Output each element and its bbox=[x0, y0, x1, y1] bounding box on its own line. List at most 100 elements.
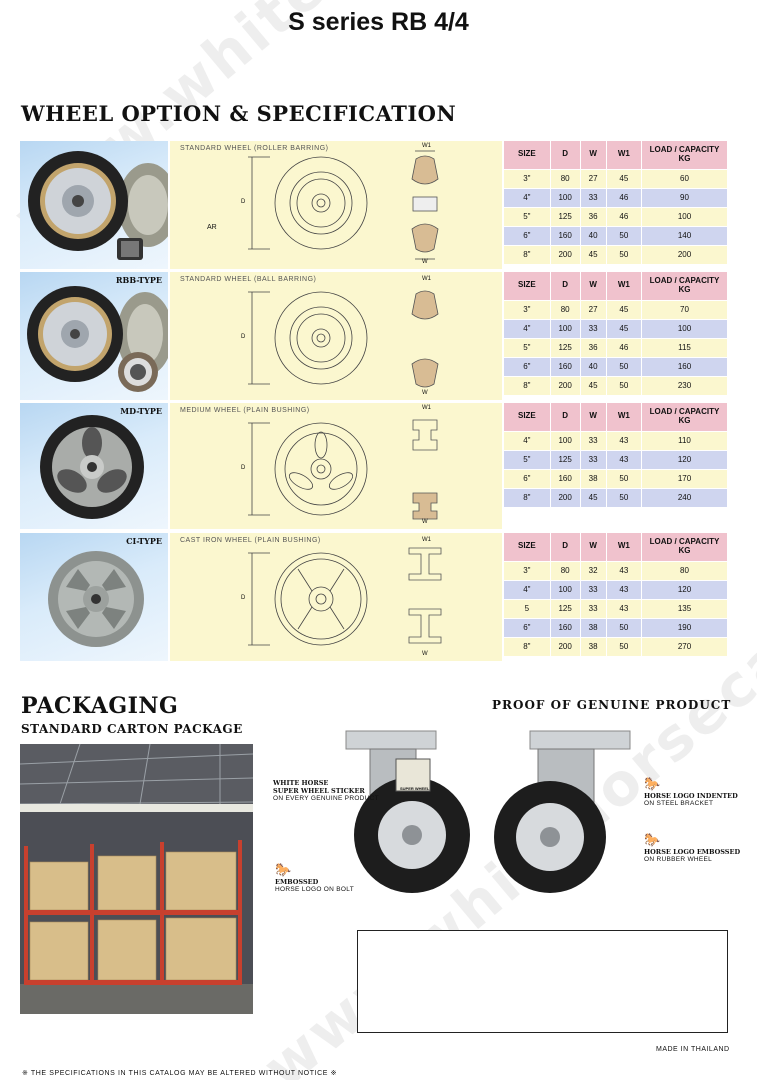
table-cell: 4" bbox=[504, 430, 551, 450]
col-d: D bbox=[550, 403, 581, 431]
table-cell: 36 bbox=[580, 206, 607, 226]
table-cell: 27 bbox=[580, 299, 607, 319]
table-cell: 6" bbox=[504, 617, 551, 637]
drawing-label: CAST IRON WHEEL (PLAIN BUSHING) bbox=[180, 537, 321, 544]
technical-drawing: MEDIUM WHEEL (PLAIN BUSHING) W1 D W bbox=[170, 403, 502, 529]
table-cell: 60 bbox=[641, 168, 728, 188]
table-cell: 46 bbox=[606, 187, 643, 207]
table-cell: 140 bbox=[641, 225, 728, 245]
wheel-photo bbox=[20, 141, 168, 269]
table-cell: 8" bbox=[504, 487, 551, 507]
table-cell: 125 bbox=[550, 206, 581, 226]
spec-heading: WHEEL OPTION & SPECIFICATION bbox=[21, 101, 457, 126]
table-cell: 170 bbox=[641, 468, 728, 488]
table-cell: 160 bbox=[641, 356, 728, 376]
callout-text: ON EVERY GENUINE PRODUCT bbox=[273, 795, 379, 803]
dim-d: D bbox=[241, 199, 246, 205]
wheel-photo-icon bbox=[28, 151, 168, 260]
table-cell: 38 bbox=[580, 468, 607, 488]
table-cell: 43 bbox=[606, 560, 643, 580]
table-cell: 50 bbox=[606, 356, 643, 376]
drawing-label: STANDARD WHEEL (BALL BARRING) bbox=[180, 276, 317, 283]
table-cell: 160 bbox=[550, 617, 581, 637]
dim-w1: W1 bbox=[422, 405, 431, 411]
table-cell: 36 bbox=[580, 337, 607, 357]
table-cell: 32 bbox=[580, 560, 607, 580]
warehouse-photo bbox=[20, 744, 253, 1014]
table-cell: 100 bbox=[550, 430, 581, 450]
table-cell: 45 bbox=[580, 487, 607, 507]
wheel-drawing-icon bbox=[248, 150, 439, 260]
table-cell: 33 bbox=[580, 187, 607, 207]
wheel-drawing-icon bbox=[248, 547, 442, 646]
table-cell: 125 bbox=[550, 337, 581, 357]
table-cell: 50 bbox=[606, 636, 643, 656]
table-cell: 125 bbox=[550, 598, 581, 618]
table-cell: 45 bbox=[580, 375, 607, 395]
col-d: D bbox=[550, 272, 581, 300]
table-cell: 160 bbox=[550, 356, 581, 376]
col-size: SIZE bbox=[504, 141, 551, 169]
table-cell: 115 bbox=[641, 337, 728, 357]
table-cell: 160 bbox=[550, 225, 581, 245]
table-cell: 6" bbox=[504, 356, 551, 376]
callout-text: ON STEEL BRACKET bbox=[644, 800, 714, 808]
wheel-photo: RBB-TYPE bbox=[20, 272, 168, 400]
dim-d: D bbox=[241, 595, 246, 601]
dim-w: W bbox=[422, 519, 428, 525]
table-cell: 33 bbox=[580, 598, 607, 618]
horse-icon: 🐎 bbox=[644, 776, 661, 791]
table-cell: 8" bbox=[504, 375, 551, 395]
table-cell: 43 bbox=[606, 598, 643, 618]
callout-title: HORSE LOGO EMBOSSED bbox=[644, 848, 741, 857]
made-in-label: MADE IN THAILAND bbox=[656, 1046, 730, 1053]
type-label: MD-TYPE bbox=[120, 406, 162, 416]
table-cell: 45 bbox=[606, 299, 643, 319]
col-load: LOAD / CAPACITY KG bbox=[641, 533, 728, 561]
dim-w1: W1 bbox=[422, 276, 431, 282]
col-w: W bbox=[580, 403, 607, 431]
table-cell: 200 bbox=[550, 375, 581, 395]
packaging-heading: PACKAGING bbox=[21, 693, 179, 719]
table-cell: 80 bbox=[550, 168, 581, 188]
sticker-text: SUPER WHEEL bbox=[400, 786, 430, 791]
wheel-photo-icon bbox=[27, 286, 168, 392]
table-cell: 27 bbox=[580, 168, 607, 188]
table-cell: 50 bbox=[606, 468, 643, 488]
blank-box bbox=[357, 930, 728, 1033]
table-cell: 46 bbox=[606, 337, 643, 357]
table-cell: 45 bbox=[606, 168, 643, 188]
table-cell: 5" bbox=[504, 206, 551, 226]
table-cell: 3" bbox=[504, 560, 551, 580]
horse-icon: 🐎 bbox=[275, 862, 292, 877]
technical-drawing: STANDARD WHEEL (ROLLER BARRING) W1 D AR … bbox=[170, 141, 502, 269]
table-cell: 38 bbox=[580, 636, 607, 656]
table-cell: 43 bbox=[606, 579, 643, 599]
table-cell: 80 bbox=[550, 560, 581, 580]
col-w1: W1 bbox=[606, 141, 643, 169]
table-cell: 33 bbox=[580, 579, 607, 599]
table-cell: 33 bbox=[580, 449, 607, 469]
table-cell: 100 bbox=[550, 318, 581, 338]
table-cell: 240 bbox=[641, 487, 728, 507]
table-cell: 8" bbox=[504, 244, 551, 264]
table-cell: 5 bbox=[504, 598, 551, 618]
table-cell: 8" bbox=[504, 636, 551, 656]
table-cell: 3" bbox=[504, 299, 551, 319]
table-cell: 100 bbox=[550, 579, 581, 599]
table-cell: 110 bbox=[641, 430, 728, 450]
wheel-drawing-icon bbox=[248, 290, 439, 388]
